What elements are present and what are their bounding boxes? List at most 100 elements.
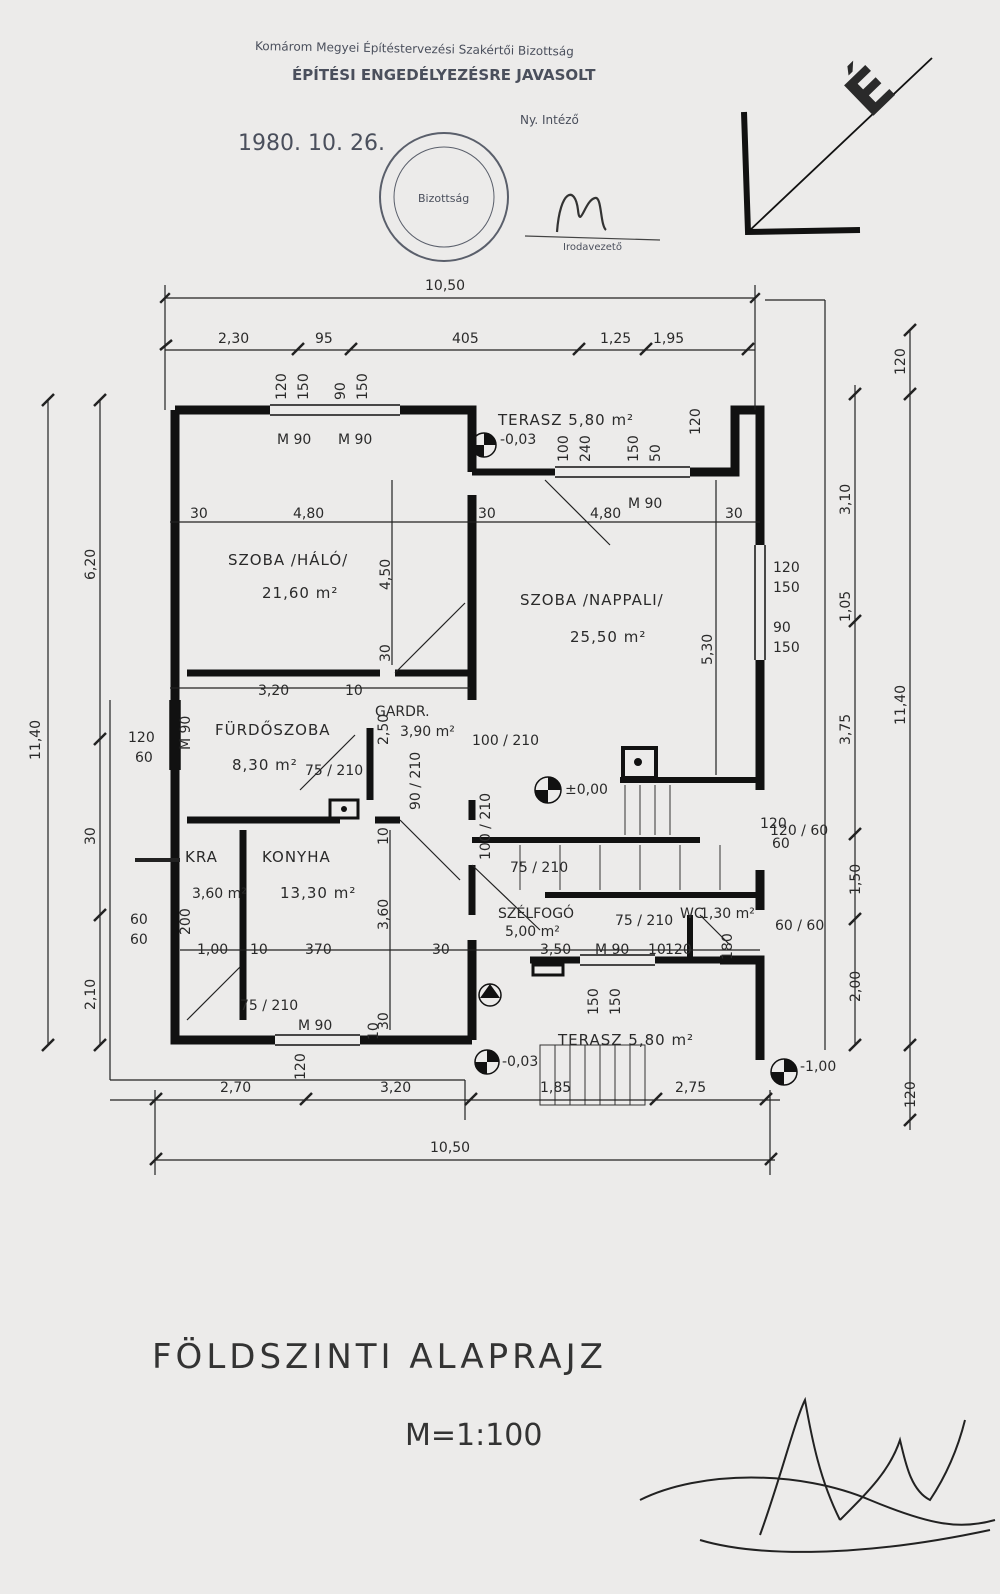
konyha-name: KONYHA [262,848,331,866]
windows [169,404,766,1046]
dim-t10c: 10 [366,1022,382,1040]
nappali-area: 25,50 m² [570,628,646,646]
wc-area: 1,30 m² [700,906,755,922]
furdo-name: FÜRDŐSZOBA [215,719,331,739]
level-bottom-terrace: -0,03 [502,1054,538,1070]
door-75-210b: 75 / 210 [510,860,568,876]
door-swings [135,479,731,1021]
furdo-area: 8,30 m² [232,756,298,774]
halo-area: 21,60 m² [262,584,338,602]
room-labels: TERASZ 5,80 m² SZOBA /HÁLÓ/ 21,60 m² SZO… [185,411,755,1049]
dim-szelfogo-350: 3,50 [540,942,571,958]
stamp-line2: ÉPÍTÉSI ENGEDÉLYEZÉSRE JAVASOLT [292,65,596,84]
gardr-name: GARDR. [375,704,430,720]
dim-overall-top: 10,50 [425,278,465,294]
approval-stamp: Komárom Megyei Építéstervezési Szakértői… [238,38,661,262]
win-m90-4: M 90 [298,1018,332,1034]
dim-right-150: 1,50 [848,864,864,895]
wc-name: WC [680,906,704,922]
stamp-line3: Ny. Intéző [520,113,579,127]
dim-wc-180: 180 [720,933,736,960]
dim-konyha-depth: 3,60 [376,899,392,930]
win-m90-5: M 90 [595,942,629,958]
nappali-name: SZOBA /NAPPALI/ [520,591,664,609]
terasz-bottom-label: TERASZ 5,80 m² [557,1031,694,1049]
dim-left-60b: 60 [130,912,148,928]
dim-konyha-30: 30 [432,942,450,958]
dim-top-195: 1,95 [653,331,684,347]
dimension-labels: 10,50 2,30 95 405 1,25 1,95 2,70 3,20 1,… [28,278,919,1156]
dim-left-30: 30 [83,827,99,845]
dim-halo-30a: 30 [190,506,208,522]
level-main: ±0,00 [565,782,608,798]
szelfogo-name: SZÉLFOGÓ [498,904,574,922]
dim-right-1140: 11,40 [893,685,909,725]
dim-t120a: 120 [293,1053,309,1080]
terasz-top-label: TERASZ 5,80 m² [497,411,634,429]
dim-win-r2-b: 150 [773,640,800,656]
win-m90-2: M 90 [338,432,372,448]
dim-right-310: 3,10 [838,484,854,515]
win-m90-1: M 90 [277,432,311,448]
door-75-210d: 75 / 210 [240,998,298,1014]
stamp-seal-inner-ring [393,146,495,248]
dim-left-mid-120: 120 [760,816,787,832]
dim-left-210: 2,10 [83,979,99,1010]
dim-right-200: 2,00 [848,971,864,1002]
stamp-seal-ring [379,132,509,262]
north-arrow: É [741,52,933,236]
stamp-seal-text: Bizottság [418,192,469,205]
dim-left-60c: 60 [130,932,148,948]
stamp-line1: Komárom Megyei Építéstervezési Szakértői… [255,38,574,59]
dim-w4-head: 50 [648,444,664,462]
dim-bottom-185: 1,85 [540,1080,571,1096]
dimension-lines [41,285,917,1175]
dim-win-r1-a: 120 [773,560,800,576]
dim-overall-bottom: 10,50 [430,1140,470,1156]
dim-right-120a: 120 [893,348,909,375]
door-90-210: 90 / 210 [408,752,424,810]
dim-w4-sill: 150 [626,435,642,462]
north-letter: É [831,52,907,129]
dim-right-375: 3,75 [838,714,854,745]
dim-konyha-10: 10 [250,942,268,958]
dim-halo-depth: 4,50 [378,559,394,590]
dim-left-120: 120 [128,730,155,746]
halo-name: SZOBA /HÁLÓ/ [228,550,348,569]
fixtures [328,758,642,977]
dim-w2-head: 150 [355,373,371,400]
drawing-scale: M=1:100 [405,1418,542,1453]
dim-halo-30b: 30 [378,644,394,662]
dim-t200: 200 [178,908,194,935]
door-60-60: 60 / 60 [775,918,824,934]
dim-top-125: 1,25 [600,331,631,347]
dim-furdo-width: 3,20 [258,683,289,699]
dim-bottom-270: 2,70 [220,1080,251,1096]
door-75-210c: 75 / 210 [615,913,673,929]
dim-t250: 2,50 [376,714,392,745]
dim-top-230: 2,30 [218,331,249,347]
stamp-signature [555,193,607,233]
chimney-symbol [634,758,642,766]
dim-right-120b: 120 [903,1081,919,1108]
door-100-210: 100 / 210 [472,733,539,749]
dim-w3-head: 240 [578,435,594,462]
walls [170,405,765,1060]
stove-symbol [328,798,360,820]
dim-halo-width: 4,80 [293,506,324,522]
architect-signature [639,1396,996,1553]
win-m90-3: M 90 [628,496,662,512]
dim-kra-100: 1,00 [197,942,228,958]
dim-left-1140: 11,40 [28,720,44,760]
level-top-terrace: -0,03 [500,432,536,448]
dim-t120b: 120 [688,408,704,435]
level-markers: -0,03 ±0,00 -0,03 -1,00 [471,432,836,1086]
dim-left-60: 60 [135,750,153,766]
dim-furdo-10: 10 [345,683,363,699]
dim-top-95: 95 [315,331,333,347]
dim-top-405: 405 [452,331,479,347]
radiator-symbol [531,963,565,977]
dim-wc-120: 120 [665,942,692,958]
